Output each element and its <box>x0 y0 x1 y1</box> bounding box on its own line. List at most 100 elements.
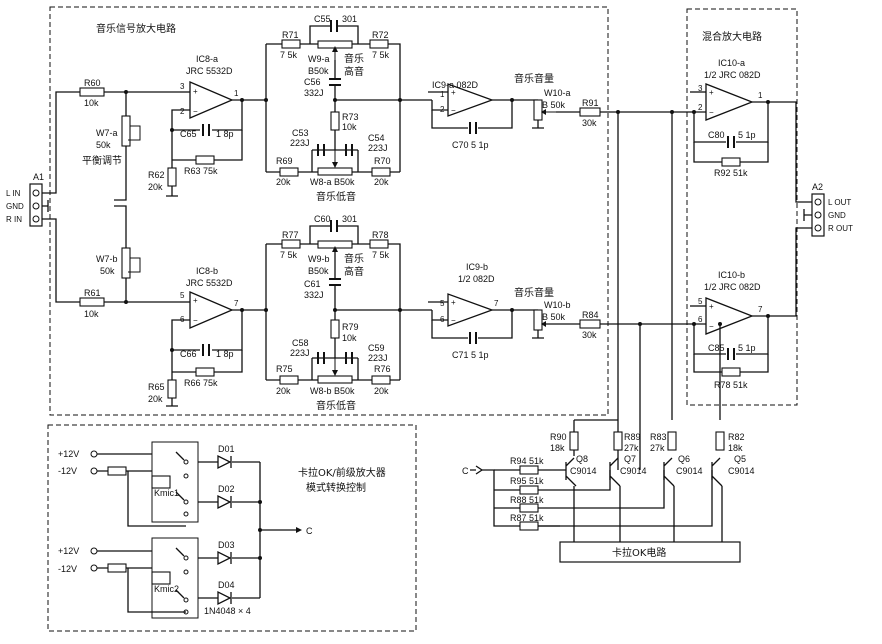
ic10b: IC10-b <box>718 270 745 280</box>
svg-text:+: + <box>709 88 714 97</box>
r89-val: 27k <box>624 443 639 453</box>
w7a-val: 50k <box>96 140 111 150</box>
svg-text:+: + <box>709 302 714 311</box>
a1-gnd: GND <box>6 202 24 211</box>
c55: C55 <box>314 14 331 24</box>
a2-rout: R OUT <box>828 224 853 233</box>
music-amp-title: 音乐信号放大电路 <box>96 22 176 35</box>
ic9b-part: 1/2 082D <box>458 274 495 284</box>
bass-a: 音乐低音 <box>316 190 356 203</box>
c66-val: 1 8p <box>216 349 234 359</box>
karaoke-block <box>559 541 741 563</box>
c61-val: 332J <box>304 290 324 300</box>
pin: 7 <box>758 305 763 314</box>
r71: R71 <box>282 30 299 40</box>
pin: 7 <box>494 299 499 308</box>
c85-val: 5 1p <box>738 343 756 353</box>
r62-val: 20k <box>148 182 163 192</box>
w9b-val: B50k <box>308 266 329 276</box>
r78: R78 <box>372 230 389 240</box>
r77: R77 <box>282 230 299 240</box>
a1-rin: R IN <box>6 215 22 224</box>
c53: C53 <box>292 128 309 138</box>
p12b: +12V <box>58 546 79 556</box>
c59: C59 <box>368 343 385 353</box>
kmic1: Kmic1 <box>154 488 179 498</box>
r72: R72 <box>372 30 389 40</box>
r63: R63 75k <box>184 166 218 176</box>
c80: C80 <box>708 130 725 140</box>
pin: 1 <box>440 90 445 99</box>
q5-type: C9014 <box>728 466 755 476</box>
r62: R62 <box>148 170 165 180</box>
c58: C58 <box>292 338 309 348</box>
r78-val: 7 5k <box>372 250 390 260</box>
w8a: W8-a B50k <box>310 177 355 187</box>
c65: C65 <box>180 129 197 139</box>
r78b: R78 51k <box>714 380 748 390</box>
c70: C70 5 1p <box>452 140 489 150</box>
pin: 7 <box>234 299 239 308</box>
m12a: -12V <box>58 466 77 476</box>
w7a: W7-a <box>96 128 118 138</box>
r83: R83 <box>650 432 667 442</box>
c66: C66 <box>180 349 197 359</box>
pin: 2 <box>180 107 185 116</box>
r76-val: 20k <box>374 386 389 396</box>
r92: R92 51k <box>714 168 748 178</box>
ic8a-part: JRC 5532D <box>186 66 233 76</box>
w10b-val: B 50k <box>542 312 566 322</box>
r94: R94 51k <box>510 456 544 466</box>
c60: C60 <box>314 214 331 224</box>
q7-type: C9014 <box>620 466 647 476</box>
svg-text:−: − <box>193 316 198 325</box>
c61: C61 <box>304 279 321 289</box>
r83-val: 27k <box>650 443 665 453</box>
d01: D01 <box>218 444 235 454</box>
r73-val: 10k <box>342 122 357 132</box>
w9b: W9-b <box>308 254 330 264</box>
r79-val: 10k <box>342 333 357 343</box>
pin: 1 <box>234 89 239 98</box>
svg-text:−: − <box>709 322 714 331</box>
svg-text:+: + <box>193 296 198 305</box>
pin: 3 <box>180 82 185 91</box>
a1-lin: L IN <box>6 189 21 198</box>
q8: Q8 <box>576 454 588 464</box>
pin: 2 <box>698 103 703 112</box>
c56-val: 332J <box>304 88 324 98</box>
c65-val: 1 8p <box>216 129 234 139</box>
ic10a: IC10-a <box>718 58 745 68</box>
r66: R66 75k <box>184 378 218 388</box>
c85: C85 <box>708 343 725 353</box>
pin: 5 <box>440 299 445 308</box>
w9a: W9-a <box>308 54 330 64</box>
r89: R89 <box>624 432 641 442</box>
kmic2: Kmic2 <box>154 584 179 594</box>
r82-val: 18k <box>728 443 743 453</box>
d02: D02 <box>218 484 235 494</box>
r84-val: 30k <box>582 330 597 340</box>
r72-val: 7 5k <box>372 50 390 60</box>
c56: C56 <box>304 77 321 87</box>
r90: R90 <box>550 432 567 442</box>
pin: 5 <box>698 297 703 306</box>
w8b: W8-b B50k <box>310 386 355 396</box>
r77-val: 7 5k <box>280 250 298 260</box>
p12a: +12V <box>58 449 79 459</box>
ic10b-part: 1/2 JRC 082D <box>704 282 761 292</box>
q7: Q7 <box>624 454 636 464</box>
w10a: W10-a <box>544 88 571 98</box>
r84: R84 <box>582 310 599 320</box>
r69-val: 20k <box>276 177 291 187</box>
r75-val: 20k <box>276 386 291 396</box>
r60-val: 10k <box>84 98 99 108</box>
ic8a: IC8-a <box>196 54 218 64</box>
r91: R91 <box>582 98 599 108</box>
r91-val: 30k <box>582 118 597 128</box>
pin: 6 <box>698 315 703 324</box>
svg-text:−: − <box>709 108 714 117</box>
w7b: W7-b <box>96 254 118 264</box>
r61-val: 10k <box>84 309 99 319</box>
r82: R82 <box>728 432 745 442</box>
